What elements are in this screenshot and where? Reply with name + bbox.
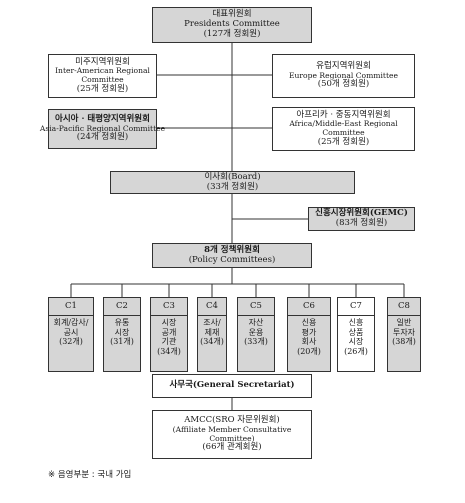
committee-c4-box: C4 조사/ 제재 (34개) <box>197 297 227 372</box>
committee-c6-name-line2: 평가 <box>301 327 317 337</box>
amcc-box: AMCC(SRO 자문위원회) (Affiliate Member Consul… <box>152 410 312 459</box>
asia-pacific-kr: 아시아 · 태평양지역위원회 <box>55 113 150 124</box>
committee-c7-code: C7 <box>338 298 374 316</box>
gemc-box: 신흥시장위원회(GEMC) (83개 정회원) <box>308 207 415 231</box>
committee-c5-box: C5 자산 운용 (33개) <box>237 297 275 372</box>
committee-c1-name-line1: 회계/감사/ <box>53 318 89 327</box>
europe-en: Europe Regional Committee <box>288 70 399 80</box>
asia-pacific-en: Asia-Pacific Regional Committee <box>39 123 166 133</box>
committee-c2-name-line1: 유통 <box>114 318 130 327</box>
policy-committees-box: 8개 정책위원회 (Policy Committees) <box>152 243 312 268</box>
board-box: 이사회(Board) (33개 정회원) <box>110 171 355 194</box>
inter-american-en-line2: Committee <box>81 75 124 84</box>
committee-c7-box: C7 신흥 상품 시장 (26개) <box>337 297 375 372</box>
committee-c7-name-line2: 상품 <box>348 327 364 337</box>
committee-c4-code: C4 <box>198 298 226 316</box>
committee-c3-name-line2: 공개 <box>161 327 177 337</box>
africa-count: (25개 정회원) <box>317 136 370 147</box>
committee-c1-box: C1 회계/감사/ 공시 (32개) <box>48 297 94 372</box>
committee-c7-count: (26개) <box>344 346 368 356</box>
presidents-committee-box: 대표위원회 Presidents Committee (127개 정회원) <box>152 7 312 43</box>
committee-c5-code: C5 <box>238 298 274 316</box>
presidents-committee-count: (127개 정회원) <box>203 28 261 39</box>
committee-c7-name-line3: 시장 <box>348 337 364 347</box>
europe-count: (50개 정회원) <box>317 79 370 90</box>
committee-c8-code: C8 <box>388 298 420 316</box>
africa-middle-east-committee-box: 아프리카 · 중동지역위원회 Africa/Middle-East Region… <box>272 107 415 151</box>
inter-american-en-line1: Inter-American Regional <box>55 66 150 76</box>
committee-c7-name-line1: 신흥 <box>348 318 364 327</box>
board-label: 이사회(Board) <box>204 171 261 182</box>
presidents-committee-en: Presidents Committee <box>184 19 280 30</box>
committee-c8-name-line1: 일반 <box>396 318 412 327</box>
africa-en-line1: Africa/Middle-East Regional <box>289 119 398 129</box>
inter-american-committee-box: 미주지역위원회 Inter-American Regional Committe… <box>48 54 157 98</box>
committee-c3-name-line3: 기관 <box>161 337 177 347</box>
committee-c5-count: (33개) <box>244 337 268 347</box>
amcc-count: (66개 관계회원) <box>202 442 262 453</box>
committee-c8-box: C8 일반 투자자 (38개) <box>387 297 421 372</box>
committee-c6-name-line3: 회사 <box>301 337 317 347</box>
europe-committee-box: 유럽지역위원회 Europe Regional Committee (50개 정… <box>272 54 415 98</box>
committee-c4-name-line2: 제재 <box>204 327 220 337</box>
committee-c2-code: C2 <box>104 298 140 316</box>
board-count: (33개 정회원) <box>206 181 259 192</box>
gemc-count: (83개 정회원) <box>335 218 388 228</box>
committee-c1-count: (32개) <box>59 337 83 347</box>
asia-pacific-committee-box: 아시아 · 태평양지역위원회 Asia-Pacific Regional Com… <box>40 109 165 149</box>
committee-c5-name-line2: 운용 <box>248 327 264 337</box>
policy-committees-kr: 8개 정책위원회 <box>204 244 260 255</box>
committee-c3-name-line1: 시장 <box>161 318 177 327</box>
asia-pacific-count: (24개 정회원) <box>76 132 129 143</box>
committee-c2-name-line2: 시장 <box>114 327 130 337</box>
gemc-label: 신흥시장위원회(GEMC) <box>315 208 408 219</box>
committee-c8-name-line2: 투자자 <box>392 327 416 337</box>
committee-c5-name-line1: 자산 <box>248 318 264 327</box>
committee-c3-count: (34개) <box>157 346 181 356</box>
secretariat-label: 사무국(General Secretariat) <box>169 380 295 391</box>
amcc-en-line2: Committee) <box>209 433 255 443</box>
footnote: ※ 음영부분 : 국내 가입 <box>48 470 132 480</box>
policy-committees-en: (Policy Committees) <box>188 254 276 265</box>
committee-c4-count: (34개) <box>200 337 224 347</box>
inter-american-kr: 미주지역위원회 <box>75 56 130 67</box>
inter-american-count: (25개 정회원) <box>76 83 129 94</box>
committee-c1-name-line2: 공시 <box>63 327 79 337</box>
amcc-en-line1: (Affiliate Member Consultative <box>172 424 292 434</box>
committee-c6-name-line1: 신용 <box>301 318 317 327</box>
committee-c3-code: C3 <box>151 298 187 316</box>
committee-c2-count: (31개) <box>110 337 134 347</box>
committee-c6-count: (20개) <box>297 346 321 356</box>
committee-c2-box: C2 유통 시장 (31개) <box>103 297 141 372</box>
committee-c3-box: C3 시장 공개 기관 (34개) <box>150 297 188 372</box>
presidents-committee-kr: 대표위원회 <box>212 9 252 20</box>
europe-kr: 유럽지역위원회 <box>316 60 371 71</box>
committee-c1-code: C1 <box>49 298 93 316</box>
committee-c6-box: C6 신용 평가 회사 (20개) <box>287 297 331 372</box>
secretariat-box: 사무국(General Secretariat) <box>152 374 312 398</box>
committee-c6-code: C6 <box>288 298 330 316</box>
amcc-kr: AMCC(SRO 자문위원회) <box>184 415 280 426</box>
africa-en-line2: Committee <box>322 128 365 137</box>
africa-kr: 아프리카 · 중동지역위원회 <box>296 109 391 120</box>
committee-c4-name-line1: 조사/ <box>203 318 221 327</box>
committee-c8-count: (38개) <box>392 337 416 347</box>
